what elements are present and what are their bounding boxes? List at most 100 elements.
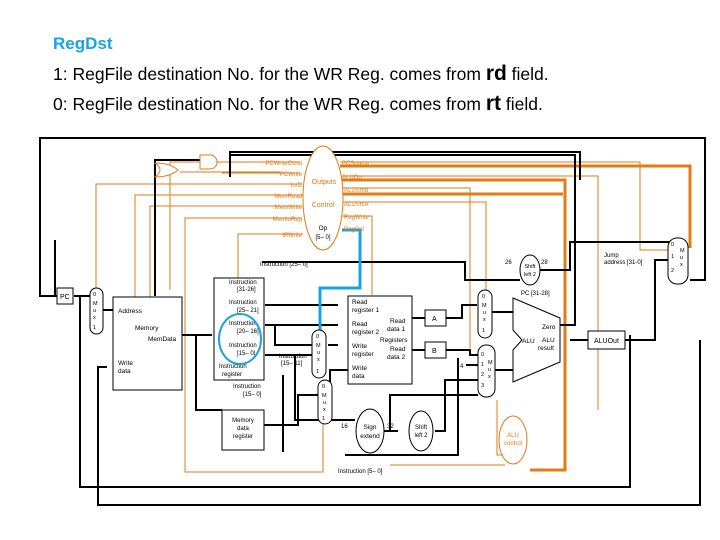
line1-suffix: field. (506, 64, 549, 84)
mux-alusrcb: 0 1 2 3 M u x (477, 344, 496, 398)
aluout-label: ALUOut (594, 338, 619, 345)
mux-alusrcb-in0: 0 (481, 352, 484, 358)
regdst-one-description: 1: RegFile destination No. for the WR Re… (53, 62, 549, 86)
mux-alusrcb-x: x (488, 374, 491, 380)
mux-alusrcb-in1: 1 (481, 362, 484, 368)
memory-data-register: Memory data register (221, 409, 265, 451)
mux-iord-in1: 1 (93, 325, 96, 331)
jump-label: Jump (604, 253, 619, 259)
register-b-label: B (432, 348, 437, 355)
mux-iord-in0: 0 (93, 292, 96, 298)
shift-left-2-jump: Shift left 2 (519, 254, 541, 286)
mux-regdst-x: x (317, 357, 320, 363)
mux-memtoreg-m: M (322, 393, 327, 399)
memread-label: MemRead (274, 194, 302, 200)
ir-field-25-21-bits: [25– 21] (237, 308, 259, 314)
register-a: A (424, 309, 447, 327)
ir-title-line1: Instruction (219, 364, 247, 370)
instr-5-0-label: Instruction [5– 0] (338, 469, 383, 475)
mux-iord-u: u (93, 308, 96, 314)
mux-iord: 0 M u x 1 (89, 287, 104, 335)
alu-control-line2: control (504, 441, 522, 447)
ir-field-25-21-label: Instruction (229, 300, 257, 306)
mux-alusrcb-u: u (488, 367, 491, 373)
instr-15-11-label: Instruction (279, 354, 307, 360)
memory-block: Address Memory MemData Write data (112, 296, 183, 391)
mux-alusrca: 0 M u x 1 (477, 289, 493, 339)
sign-extend-line2: extend (360, 433, 380, 440)
mux-alusrca-in1: 1 (482, 328, 485, 334)
reg-read-register2-label: Read (352, 321, 368, 328)
instr-15-11-bits: [15– 11] (281, 361, 303, 367)
memwrite-label: MemWrite (275, 205, 303, 211)
iord-label: IorD (291, 183, 303, 189)
pc-label: PC (60, 294, 70, 301)
sign-extend: Sign extend (355, 408, 385, 454)
ir-field-15-0-bits: [15– 0] (237, 351, 256, 357)
control-title: Control (312, 202, 335, 209)
shift-branch-line1: Shift (415, 425, 427, 431)
regdst-label: RegDst (344, 227, 364, 233)
memory-title: Memory (135, 325, 159, 332)
mux-alusrcb-in3: 3 (481, 383, 484, 389)
rt-field-label: rt (485, 92, 501, 115)
irwrite-label: IRWrite (282, 233, 302, 239)
pc-register: PC (56, 287, 74, 305)
regdst-highlight-wire (318, 228, 362, 333)
ir-field-31-26-bits: [31-26] (237, 287, 256, 293)
rd-field-label: rd (485, 62, 507, 85)
alu-result-label2: result (538, 345, 554, 352)
jump-address-label: address [31-0] (604, 260, 643, 266)
mux-alusrca-u: u (483, 310, 486, 316)
mux-iord-x: x (93, 315, 96, 321)
instr-15-0-bits: [15– 0] (243, 392, 262, 398)
alu-label: ALU (522, 338, 535, 345)
aluout-register: ALUOut (587, 330, 626, 350)
mdr-line3: register (233, 434, 253, 440)
reg-read-register1-num: register 1 (352, 307, 379, 314)
mux-pcsource-in1: 1 (671, 254, 674, 260)
mux-pcsource-x: x (680, 262, 683, 268)
width-26-label: 26 (505, 260, 512, 266)
branch-gates (153, 154, 218, 178)
ir-field-20-16-bits: [20– 16] (237, 329, 259, 335)
mux-pcsource-u: u (680, 255, 683, 261)
reg-read-data1-num: data 1 (387, 326, 405, 333)
shift-left-2-branch: Shift left 2 (408, 410, 434, 452)
mux-regdst-in0: 0 (316, 334, 319, 340)
instr-25-0-label: Instruction [25– 0] (260, 262, 308, 268)
reg-read-data2-label: Read (390, 346, 406, 353)
reg-read-register2-num: register 2 (352, 329, 379, 336)
reg-read-register1-label: Read (352, 299, 368, 306)
constant-4-label: 4 (460, 364, 464, 370)
ir-field-31-26-label: Instruction (229, 280, 257, 286)
memory-memdata-label: MemData (148, 336, 177, 343)
reg-read-data1-label: Read (390, 318, 406, 325)
mux-regdst: 0 M u x 1 (311, 329, 327, 379)
line2-suffix: field. (500, 94, 543, 114)
mux-pcsource: 0 1 2 M u x (667, 237, 689, 285)
pcwrite-label: PCWrite (280, 172, 303, 178)
width-28-label: 28 (541, 260, 548, 266)
sign-extend-line1: Sign (363, 424, 376, 431)
mux-memtoreg-u: u (323, 400, 326, 406)
line2-prefix: 0: RegFile destination No. for the WR Re… (53, 94, 486, 114)
control-unit: Outputs Control Op [5– 0] (302, 145, 344, 251)
mux-regdst-in1: 1 (316, 369, 319, 375)
alu-zero-label: Zero (542, 324, 556, 331)
pcsource-label: PCSource (342, 161, 370, 167)
mux-pcsource-in2: 2 (671, 268, 674, 274)
shift-jump-line2: left 2 (524, 272, 536, 278)
line1-prefix: 1: RegFile destination No. for the WR Re… (53, 64, 486, 84)
control-op-bits: [5– 0] (315, 235, 330, 241)
rt-rd-field-highlight (218, 313, 262, 365)
memory-write-label: Write (118, 360, 133, 367)
mux-memtoreg-in1: 1 (322, 416, 325, 422)
memtoreg-label: MemtoReg (273, 217, 302, 223)
data-wires (39, 137, 706, 506)
mux-alusrca-m: M (482, 303, 487, 309)
alusrca-label: ALUSrcA (344, 202, 369, 208)
alu-control: ALU control (498, 415, 528, 465)
mux-regdst-m: M (316, 343, 321, 349)
